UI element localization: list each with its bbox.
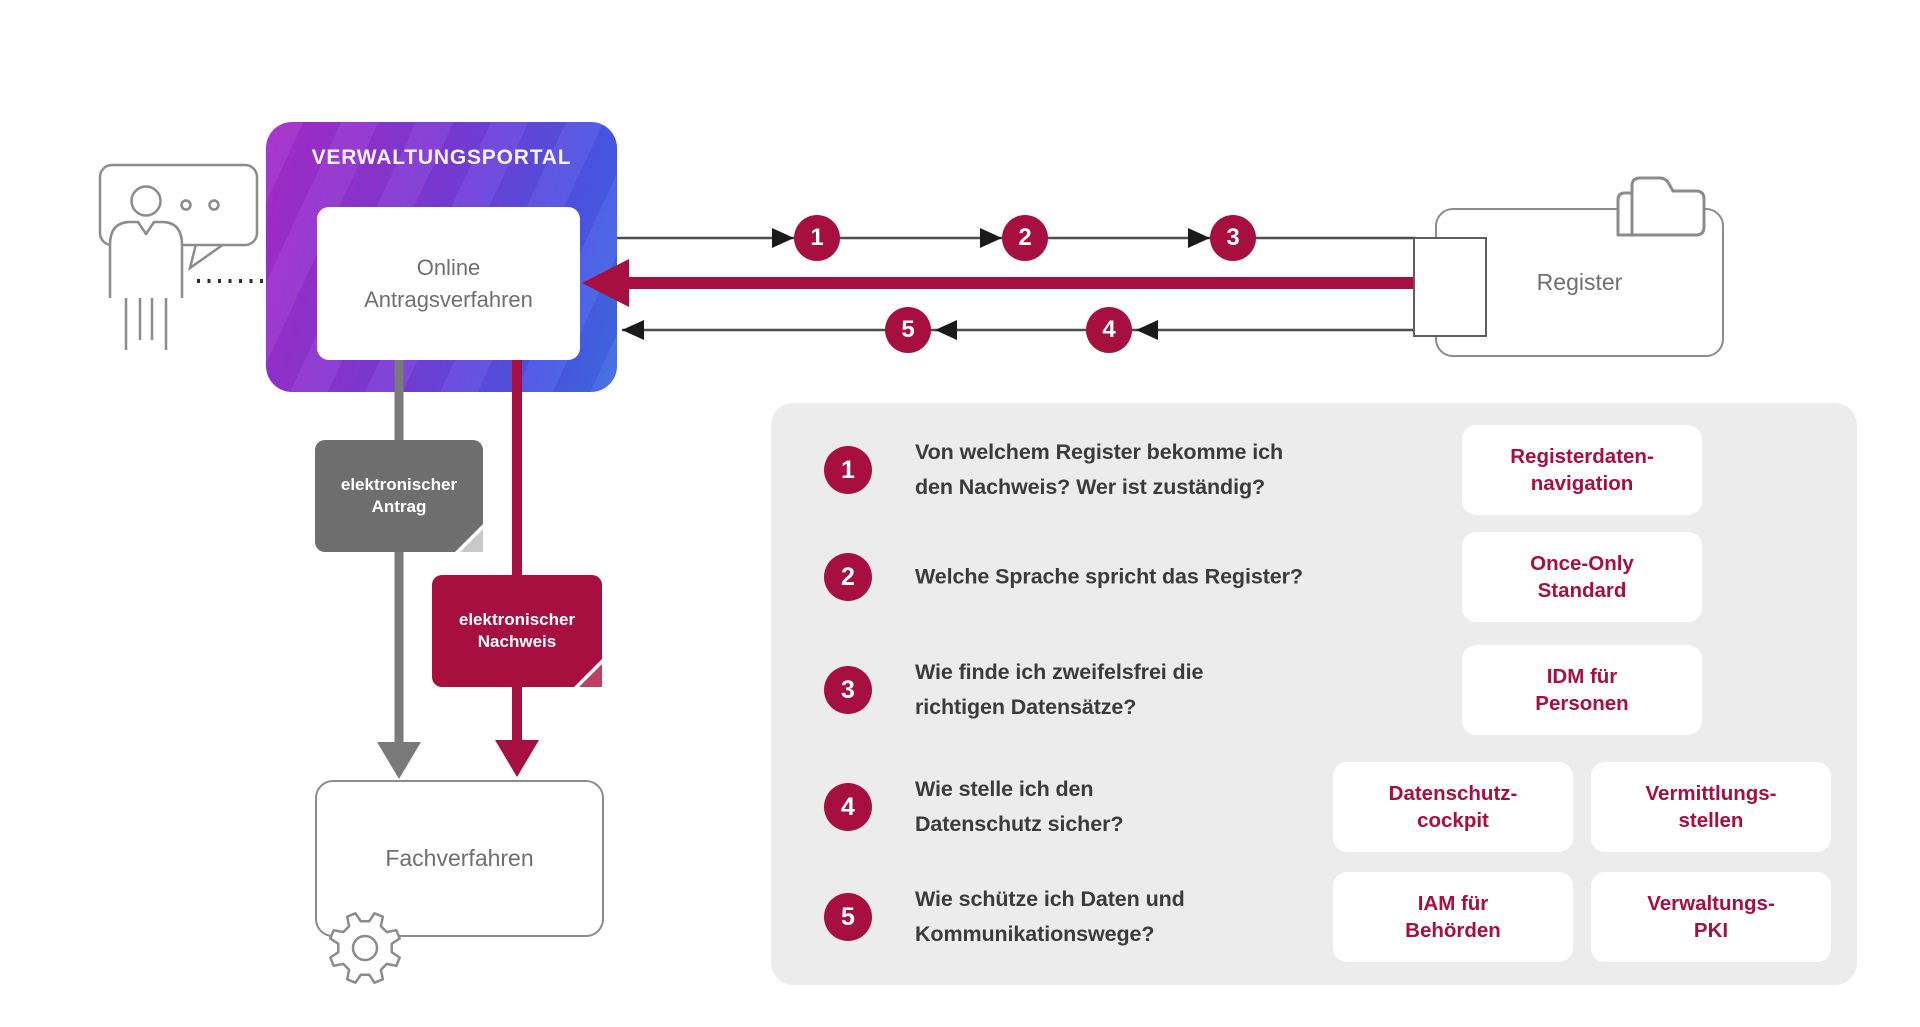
question-line: Wie stelle ich den	[915, 777, 1094, 801]
question-2: Welche Sprache spricht das Register?	[915, 560, 1303, 595]
panel-row-1: 1 Von welchem Register bekomme ich den N…	[771, 425, 1857, 515]
doc-line: elektronischer	[340, 475, 458, 494]
fachverfahren-box: Fachverfahren	[315, 780, 604, 937]
question-line: Von welchem Register bekomme ich	[915, 440, 1283, 464]
badge-line: Standard	[1537, 579, 1627, 602]
evidence-arrow	[582, 259, 1437, 307]
questions-panel: 1 Von welchem Register bekomme ich den N…	[771, 403, 1857, 985]
badge-line: navigation	[1530, 472, 1634, 495]
doc-body: elektronischer Nachweis	[432, 575, 602, 687]
badge-line: cockpit	[1417, 809, 1489, 832]
response-arrow	[622, 320, 1416, 340]
nachweis-flow-arrow	[495, 360, 539, 777]
register-label: Register	[1536, 269, 1623, 295]
question-3: Wie finde ich zweifelsfrei die richtigen…	[915, 655, 1203, 725]
person-silhouette-icon	[108, 185, 184, 350]
doc-line: elektronischer	[458, 610, 576, 629]
question-line: Wie finde ich zweifelsfrei die	[915, 660, 1204, 684]
flow-step-5-circle: 5	[885, 307, 931, 353]
question-line: Wie schütze ich Daten und	[915, 887, 1185, 911]
panel-row-4: 4 Wie stelle ich den Datenschutz sicher?…	[771, 762, 1857, 852]
badge-line: IAM für	[1417, 892, 1489, 915]
solution-badge-idm-personen: IDM für Personen	[1462, 645, 1702, 735]
flow-step-3-circle: 3	[1210, 215, 1256, 261]
elektronischer-antrag-doc: elektronischer Antrag	[315, 440, 483, 552]
question-line: den Nachweis? Wer ist zuständig?	[915, 475, 1266, 499]
doc-line: Nachweis	[477, 632, 557, 651]
step-5-circle: 5	[824, 893, 872, 941]
question-5: Wie schütze ich Daten und Kommunikations…	[915, 882, 1185, 952]
badge-line: stellen	[1678, 809, 1744, 832]
solution-badge-registerdatennavigation: Registerdaten- navigation	[1462, 425, 1702, 515]
step-2-circle: 2	[824, 553, 872, 601]
badge-line: Personen	[1535, 692, 1629, 715]
badge-line: PKI	[1693, 919, 1729, 942]
panel-row-5: 5 Wie schütze ich Daten und Kommunikatio…	[771, 872, 1857, 962]
question-4: Wie stelle ich den Datenschutz sicher?	[915, 772, 1123, 842]
flow-step-2-circle: 2	[1002, 215, 1048, 261]
doc-line: Antrag	[371, 497, 427, 516]
step-3-circle: 3	[824, 666, 872, 714]
question-1: Von welchem Register bekomme ich den Nac…	[915, 435, 1283, 505]
panel-row-2: 2 Welche Sprache spricht das Register? O…	[771, 532, 1857, 622]
badge-line: IDM für	[1546, 665, 1618, 688]
solution-badge-iam-behoerden: IAM für Behörden	[1333, 872, 1573, 962]
question-line: richtigen Datensätze?	[915, 695, 1137, 719]
badge-line: Behörden	[1405, 919, 1501, 942]
solution-badge-datenschutzcockpit: Datenschutz- cockpit	[1333, 762, 1573, 852]
badge-line: Vermittlungs-	[1645, 782, 1777, 805]
step-1-circle: 1	[824, 446, 872, 494]
solution-badge-verwaltungs-pki: Verwaltungs- PKI	[1591, 872, 1831, 962]
register-connector-box	[1413, 237, 1487, 337]
panel-row-3: 3 Wie finde ich zweifelsfrei die richtig…	[771, 645, 1857, 735]
badge-line: Once-Only	[1530, 552, 1634, 575]
step-4-circle: 4	[824, 783, 872, 831]
question-line: Welche Sprache spricht das Register?	[915, 564, 1303, 589]
fachverfahren-label: Fachverfahren	[385, 845, 534, 871]
doc-body: elektronischer Antrag	[315, 440, 483, 552]
badge-line: Registerdaten-	[1510, 445, 1654, 468]
elektronischer-nachweis-doc: elektronischer Nachweis	[432, 575, 602, 687]
flow-step-4-circle: 4	[1086, 307, 1132, 353]
flow-step-1-circle: 1	[794, 215, 840, 261]
question-line: Datenschutz sicher?	[915, 812, 1124, 836]
online-antragsverfahren-line1: Online	[416, 254, 481, 280]
solution-badge-once-only-standard: Once-Only Standard	[1462, 532, 1702, 622]
verwaltungsportal-box: VERWALTUNGSPORTAL Online Antragsverfahre…	[266, 122, 617, 392]
badge-line: Verwaltungs-	[1647, 892, 1775, 915]
online-antragsverfahren-box: Online Antragsverfahren	[317, 207, 580, 360]
portal-title: VERWALTUNGSPORTAL	[311, 146, 572, 169]
solution-badge-vermittlungsstellen: Vermittlungs- stellen	[1591, 762, 1831, 852]
question-line: Kommunikationswege?	[915, 922, 1155, 946]
online-antragsverfahren-line2: Antragsverfahren	[364, 286, 533, 312]
badge-line: Datenschutz-	[1388, 782, 1518, 805]
